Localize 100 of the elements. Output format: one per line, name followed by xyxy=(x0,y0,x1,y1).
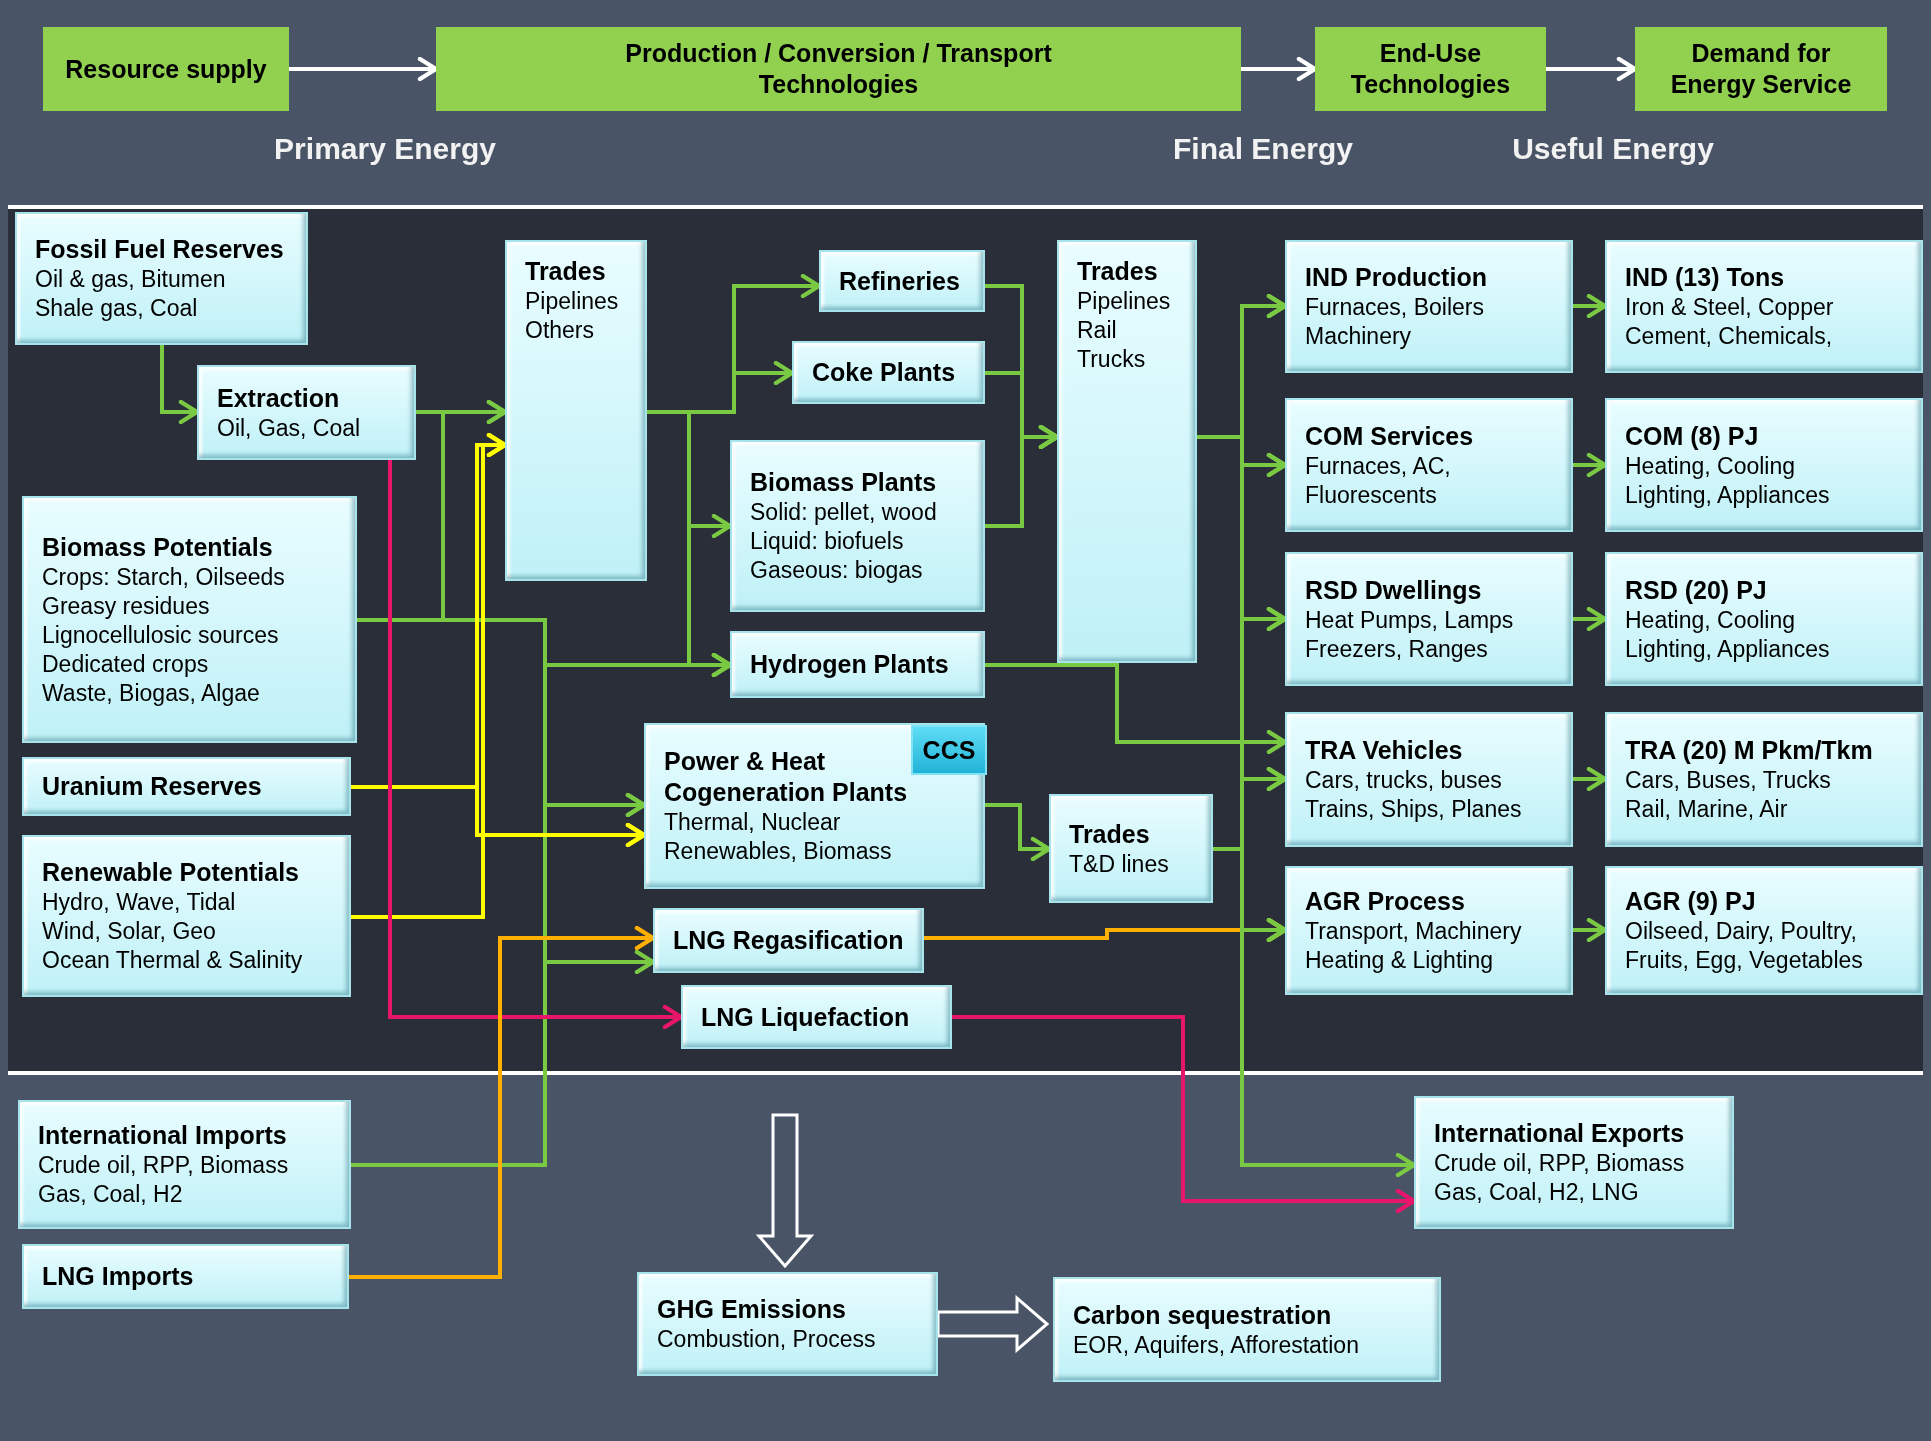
node-title: IND Production xyxy=(1305,262,1488,293)
node-title: Demand for Energy Service xyxy=(1669,38,1853,100)
badge xyxy=(911,725,987,775)
process-box xyxy=(1605,712,1923,847)
node-text: Rail, Marine, Air xyxy=(1625,795,1789,824)
node-title: Production / Conversion / Transport Technologies xyxy=(624,38,1053,100)
process-box xyxy=(1605,866,1923,995)
node-title: International Imports xyxy=(38,1120,288,1151)
process-box xyxy=(1053,1277,1441,1382)
process-box xyxy=(15,212,308,345)
node-text: Fluorescents xyxy=(1305,480,1438,510)
node-text: Freezers, Ranges xyxy=(1305,634,1489,664)
node-text: Transport, Machinery xyxy=(1305,917,1523,946)
node-title: GHG Emissions xyxy=(657,1294,847,1325)
process-box xyxy=(730,631,985,698)
block-arrow xyxy=(755,1113,815,1269)
node-title: RSD (20) PJ xyxy=(1625,574,1768,606)
node-title: TRA Vehicles xyxy=(1305,735,1464,766)
node-text: Fruits, Egg, Vegetables xyxy=(1625,946,1864,975)
node-title: COM Services xyxy=(1305,420,1475,452)
node-text: Liquid: biofuels xyxy=(750,527,905,556)
node-text: Dedicated crops xyxy=(42,649,210,679)
node-title: CCS xyxy=(922,734,976,766)
stage-box xyxy=(1635,27,1887,111)
node-text: Pipelines xyxy=(525,287,620,316)
node-title: Coke Plants xyxy=(812,357,957,388)
node-text: Gaseous: biogas xyxy=(750,556,924,585)
process-box xyxy=(1285,712,1573,847)
process-box xyxy=(1605,552,1923,686)
node-title: End-Use Technologies xyxy=(1349,38,1512,100)
process-box xyxy=(1057,240,1197,663)
node-text: Heating, Cooling xyxy=(1625,451,1797,481)
node-text: Rail xyxy=(1077,316,1118,345)
node-title: Trades xyxy=(1069,818,1151,850)
node-title: AGR Process xyxy=(1305,886,1466,917)
node-text: Furnaces, Boilers xyxy=(1305,293,1485,322)
node-text: Waste, Biogas, Algae xyxy=(42,678,261,708)
node-text: Greasy residues xyxy=(42,591,211,621)
process-box xyxy=(22,496,357,743)
node-text: Hydro, Wave, Tidal xyxy=(42,888,237,917)
stage-box xyxy=(43,27,289,111)
node-text: Renewables, Biomass xyxy=(664,837,893,866)
node-text: Crops: Starch, Oilseeds xyxy=(42,562,286,592)
node-title: Renewable Potentials xyxy=(42,857,301,888)
node-text: Heat Pumps, Lamps xyxy=(1305,605,1515,635)
node-text: Lighting, Appliances xyxy=(1625,480,1831,510)
process-box xyxy=(1049,794,1213,903)
node-text: Crude oil, RPP, Biomass xyxy=(1434,1149,1686,1178)
node-title: RSD Dwellings xyxy=(1305,574,1483,606)
node-text: Cars, trucks, buses xyxy=(1305,766,1503,795)
node-title: Fossil Fuel Reserves xyxy=(35,234,285,265)
node-text: Gas, Coal, H2 xyxy=(38,1180,184,1209)
process-box xyxy=(1285,240,1573,373)
node-title: Trades xyxy=(525,256,607,287)
node-title: COM (8) PJ xyxy=(1625,420,1760,452)
process-box xyxy=(18,1100,351,1229)
process-box xyxy=(653,908,924,973)
node-text: Gas, Coal, H2, LNG xyxy=(1434,1178,1640,1207)
process-box xyxy=(22,1244,349,1309)
node-text: Crude oil, RPP, Biomass xyxy=(38,1151,290,1180)
stage-box xyxy=(436,27,1241,111)
stage-box xyxy=(1315,27,1546,111)
process-box xyxy=(197,365,416,460)
node-text: Thermal, Nuclear xyxy=(664,808,842,837)
process-box xyxy=(644,723,985,889)
process-box xyxy=(730,440,985,612)
process-box xyxy=(681,985,952,1049)
node-text: Heating, Cooling xyxy=(1625,605,1797,635)
process-box xyxy=(637,1272,938,1376)
process-box xyxy=(1605,240,1923,373)
node-text: Oilseed, Dairy, Poultry, xyxy=(1625,917,1858,946)
node-title: LNG Regasification xyxy=(673,925,904,956)
node-text: Oil, Gas, Coal xyxy=(217,413,362,443)
node-text: Cars, Buses, Trucks xyxy=(1625,766,1832,795)
node-text: Others xyxy=(525,316,596,345)
node-text: Lighting, Appliances xyxy=(1625,634,1831,664)
node-text: EOR, Aquifers, Afforestation xyxy=(1073,1330,1360,1360)
node-text: Iron & Steel, Copper xyxy=(1625,293,1835,322)
process-box xyxy=(1605,398,1923,532)
process-box xyxy=(22,835,351,997)
process-box xyxy=(1285,398,1573,532)
node-text: Combustion, Process xyxy=(657,1325,877,1354)
node-title: IND (13) Tons xyxy=(1625,262,1786,293)
stage-label: Final Energy xyxy=(1173,130,1353,167)
process-box xyxy=(1414,1096,1734,1229)
node-text: Machinery xyxy=(1305,322,1413,351)
node-title: LNG Imports xyxy=(42,1261,195,1292)
node-title: Refineries xyxy=(839,265,961,297)
process-box xyxy=(505,240,647,581)
node-text: Furnaces, AC, xyxy=(1305,451,1452,481)
node-title: AGR (9) PJ xyxy=(1625,886,1757,917)
block-arrow xyxy=(936,1294,1050,1354)
node-title: Uranium Reserves xyxy=(42,771,263,802)
stage-label: Useful Energy xyxy=(1512,130,1714,167)
process-box xyxy=(22,757,351,816)
process-box xyxy=(792,341,985,404)
node-title: Biomass Plants xyxy=(750,467,938,498)
process-box xyxy=(1285,552,1573,686)
node-text: Lignocellulosic sources xyxy=(42,620,280,650)
stage-label: Primary Energy xyxy=(274,130,496,167)
